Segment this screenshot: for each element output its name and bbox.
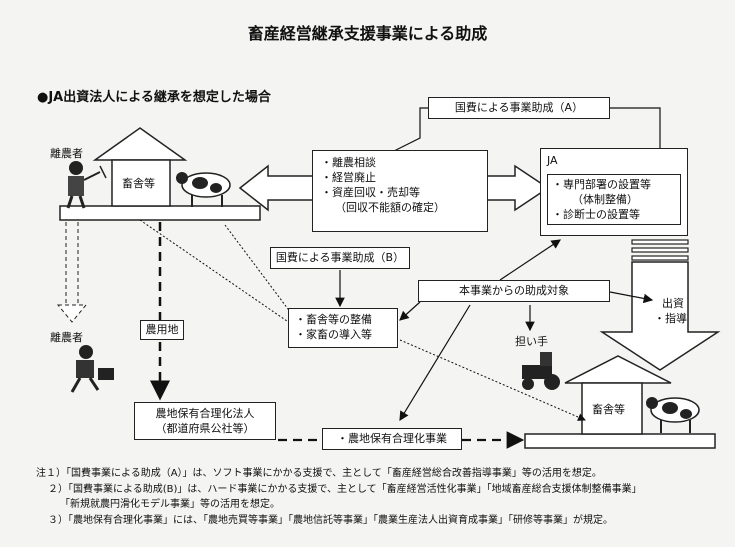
right-barn-body (581, 382, 643, 435)
ja-box: JA 専門部署の設置等 （体制整備） 診断士の設置等 (540, 148, 688, 236)
label-farmland: 農用地 (140, 320, 184, 340)
big-down-arrow (599, 261, 721, 371)
right-ground (524, 433, 716, 449)
note-2: ２）「国費事業による助成(B)」は、ハード事業にかかる支援で、主として「畜産経営… (48, 484, 642, 495)
facility-item: 家畜の導入等 (295, 327, 391, 342)
cow-right-figure (646, 397, 700, 433)
corp-box: 農地保有合理化法人 （都道府県公社等） (134, 402, 276, 440)
note-3: ３）「農地保有合理化事業」には、「農地売買等事業」「農地信託等事業」「農業生産法… (48, 515, 613, 526)
label-retiring-farmer-bottom: 離農者 (50, 331, 83, 344)
grant-a-box: 国費による事業助成（A） (428, 97, 610, 119)
ja-note: （体制整備） (572, 193, 638, 206)
ja-stack-3 (631, 255, 689, 261)
label-barn-right: 畜舎等 (592, 403, 625, 416)
left-barn-roof (92, 127, 188, 161)
consult-item: 資産回収・売却等 (321, 185, 479, 200)
note-1: 注１）「国費事業による助成（A）」は、ソフト事業にかかる支援で、主として「畜産経… (36, 468, 602, 479)
consult-note: （回収不能額の確定） (335, 201, 445, 214)
label-retiring-farmer-top: 離農者 (50, 147, 83, 160)
ja-stack-1 (631, 239, 689, 245)
label-barn-left: 畜舎等 (122, 177, 155, 190)
consult-item: 経営廃止 (321, 170, 479, 185)
left-ground (59, 205, 261, 221)
facility-box: 畜舎等の整備 家畜の導入等 (288, 308, 398, 348)
consult-box: 離農相談 経営廃止 資産回収・売却等 （回収不能額の確定） (312, 150, 488, 232)
target-box: 本事業からの助成対象 (418, 280, 610, 302)
corp-line2: （都道府県公社等） (155, 422, 255, 435)
consult-item: 離農相談 (321, 155, 479, 170)
label-successor: 担い手 (515, 335, 548, 348)
label-guidance: ・指導 (654, 312, 687, 325)
corp-line1: 農地保有合理化法人 (155, 407, 255, 420)
cow-left-figure (176, 172, 231, 207)
ja-inner-box: 専門部署の設置等 （体制整備） 診断士の設置等 (547, 174, 681, 225)
left-barn-body (111, 159, 171, 207)
rationalization-box: ・農地保有合理化事業 (322, 428, 462, 450)
page-title: 畜産経営継承支援事業による助成 (247, 24, 488, 43)
tractor-figure (522, 352, 560, 390)
farmer-top-figure (66, 161, 107, 209)
grant-b-box: 国費による事業助成（B） (270, 247, 410, 269)
farmer-bottom-figure (70, 345, 114, 393)
label-investment: 出資 (662, 297, 684, 310)
ja-title: JA (547, 154, 558, 167)
subtitle: ●JA出資法人による継承を想定した場合 (37, 90, 271, 105)
ja-item: 診断士の設置等 (552, 207, 676, 222)
note-2-cont: 「新規就農円滑化モデル事業」等の活用を想定。 (60, 499, 280, 510)
ja-item: 専門部署の設置等 (552, 177, 676, 192)
facility-item: 畜舎等の整備 (295, 312, 391, 327)
ja-stack-2 (631, 247, 689, 253)
